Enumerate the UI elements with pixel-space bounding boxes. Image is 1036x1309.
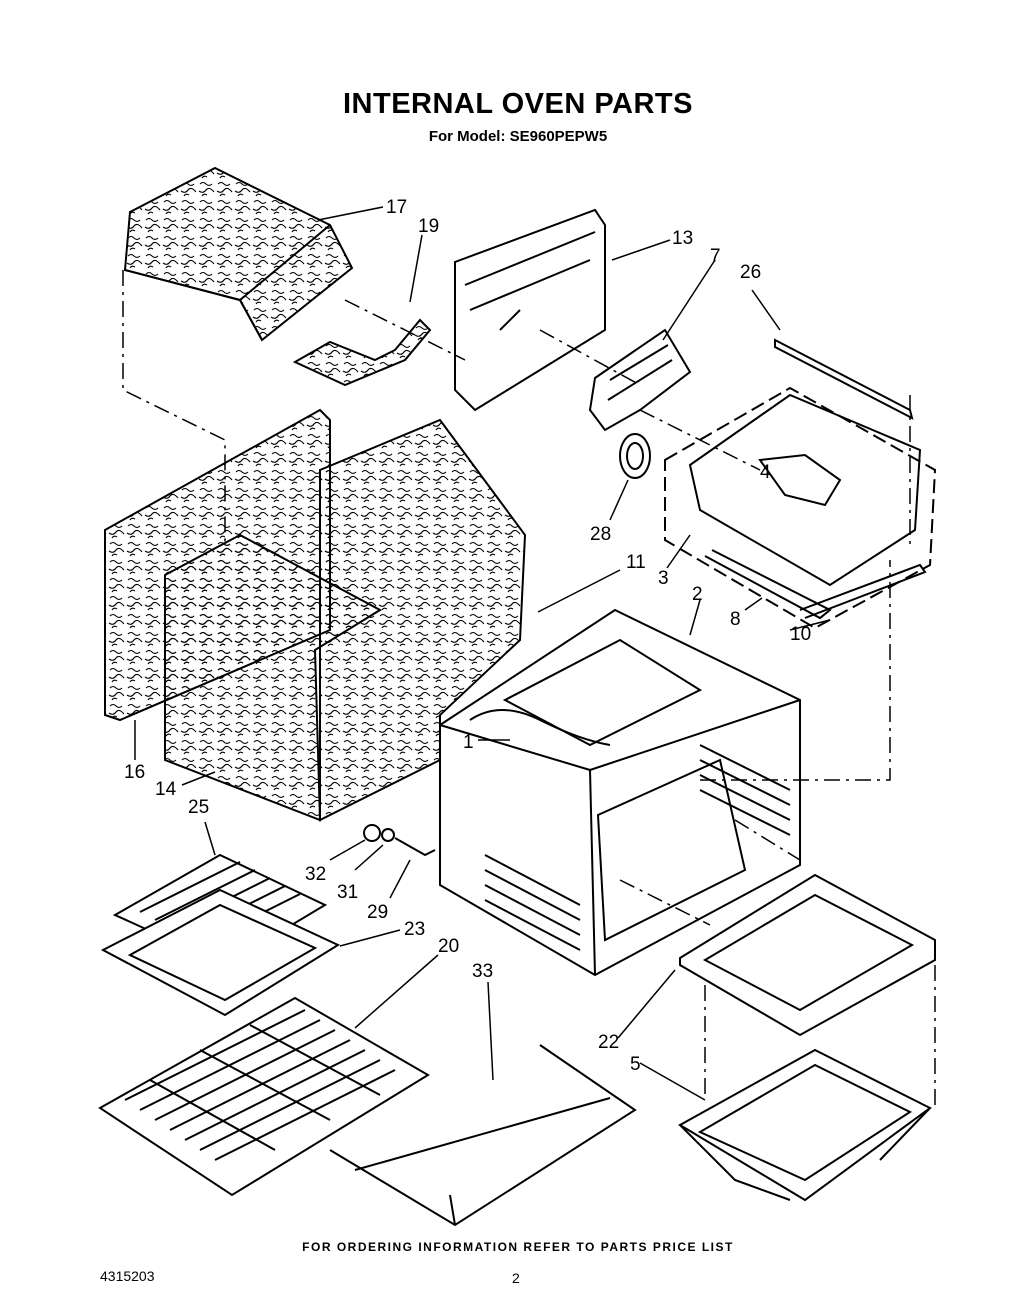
callout-10: 10 — [790, 624, 811, 645]
callout-28: 28 — [590, 524, 611, 545]
callout-17: 17 — [386, 197, 407, 218]
callout-2: 2 — [692, 584, 703, 605]
page-number: 2 — [512, 1270, 520, 1286]
callout-19: 19 — [418, 216, 439, 237]
callout-11: 11 — [626, 552, 646, 573]
leader-lines — [134, 206, 831, 1101]
burner-box — [678, 1048, 932, 1202]
rear-duct-panel — [454, 208, 606, 412]
callout-16: 16 — [124, 762, 145, 783]
callout-13: 13 — [672, 228, 693, 249]
callout-1: 1 — [463, 732, 474, 753]
oven-liner — [439, 608, 801, 977]
ordering-note: FOR ORDERING INFORMATION REFER TO PARTS … — [302, 1240, 734, 1254]
brackets — [704, 549, 927, 620]
callout-20: 20 — [438, 936, 459, 957]
broil-pan — [100, 888, 341, 1017]
callout-33: 33 — [472, 961, 493, 982]
small-insulation-pieces — [292, 318, 432, 387]
callout-labels: 1719137264283112810116142532312923203322… — [124, 197, 811, 1075]
hardware — [363, 824, 436, 857]
callout-3: 3 — [658, 568, 669, 589]
callout-25: 25 — [188, 797, 209, 818]
callout-5: 5 — [630, 1054, 641, 1075]
callout-8: 8 — [730, 609, 741, 630]
callout-14: 14 — [155, 779, 177, 800]
oven-rack — [98, 996, 430, 1197]
assembly-guide-lines — [122, 270, 936, 1110]
wrap-insulation — [164, 418, 527, 822]
page-title: INTERNAL OVEN PARTS — [342, 88, 693, 120]
callout-4: 4 — [760, 462, 771, 483]
element-cover — [664, 386, 937, 630]
bottom-panel — [679, 873, 936, 1037]
callout-22: 22 — [598, 1032, 619, 1053]
callout-23: 23 — [404, 919, 425, 940]
flue-duct — [588, 328, 692, 432]
callout-32: 32 — [305, 864, 326, 885]
top-insulation-pad — [123, 166, 354, 342]
rack-support — [329, 1044, 637, 1227]
rod — [774, 338, 914, 420]
callout-7: 7 — [710, 246, 721, 267]
coupling — [619, 433, 651, 479]
document-number: 4315203 — [100, 1268, 155, 1284]
callout-31: 31 — [337, 882, 358, 903]
callout-29: 29 — [367, 902, 388, 923]
model-subtitle: For Model: SE960PEPW5 — [428, 128, 608, 145]
callout-26: 26 — [740, 262, 761, 283]
